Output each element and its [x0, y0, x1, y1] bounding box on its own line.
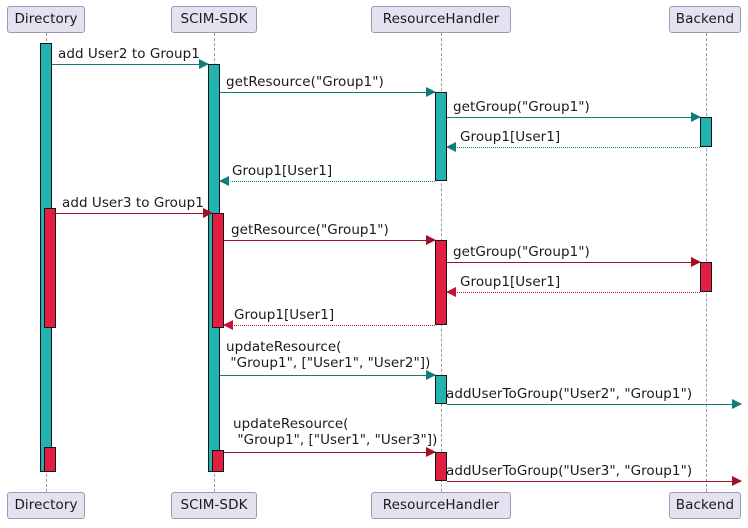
activation-bar-scim-sdk-a6	[212, 450, 224, 472]
message-line	[220, 375, 435, 376]
arrowhead-right	[426, 370, 436, 380]
message-label-m12: addUserToGroup("User2", "Group1")	[446, 386, 693, 402]
message-label-m14: addUserToGroup("User3", "Group1")	[446, 463, 693, 479]
arrowhead-right	[199, 59, 209, 69]
message-line	[220, 92, 435, 93]
activation-bar-resourcehandler-a9	[435, 375, 447, 404]
message-line	[447, 292, 700, 293]
message-line	[224, 325, 435, 326]
arrowhead-left	[446, 142, 456, 152]
activation-bar-backend-a12	[700, 262, 712, 292]
message-label-m9: Group1[User1]	[460, 274, 561, 290]
participant-directory-footer[interactable]: Directory	[7, 492, 85, 519]
participant-backend-header[interactable]: Backend	[669, 6, 741, 33]
participant-scim-sdk-footer[interactable]: SCIM-SDK	[171, 492, 257, 519]
message-label-m8: getGroup("Group1")	[453, 244, 590, 260]
message-label-m1: add User2 to Group1	[58, 46, 200, 62]
activation-bar-directory-a2	[44, 208, 56, 328]
message-line	[447, 147, 700, 148]
participant-directory-header[interactable]: Directory	[7, 6, 85, 33]
message-line	[447, 117, 700, 118]
message-label-m6: add User3 to Group1	[62, 195, 204, 211]
message-label-m10: Group1[User1]	[234, 307, 335, 323]
arrowhead-right	[426, 235, 436, 245]
participant-resourcehandler-footer[interactable]: ResourceHandler	[371, 492, 511, 519]
message-line	[220, 181, 435, 182]
activation-bar-resourcehandler-a8	[435, 240, 447, 325]
message-line	[447, 262, 700, 263]
message-line	[224, 452, 435, 453]
arrowhead-left	[223, 320, 233, 330]
message-label-m4: Group1[User1]	[460, 129, 561, 145]
message-line	[52, 213, 212, 214]
message-label-m13: updateResource( "Group1", ["User1", "Use…	[233, 416, 438, 448]
participant-scim-sdk-header[interactable]: SCIM-SDK	[171, 6, 257, 33]
activation-bar-scim-sdk-a5	[212, 213, 224, 328]
arrowhead-right	[732, 399, 742, 409]
message-label-m5: Group1[User1]	[232, 163, 333, 179]
message-label-m3: getGroup("Group1")	[453, 99, 590, 115]
activation-bar-directory-a3	[44, 447, 56, 472]
message-line	[52, 64, 208, 65]
message-line	[447, 481, 741, 482]
arrowhead-right	[732, 476, 742, 486]
arrowhead-right	[426, 447, 436, 457]
activation-bar-resourcehandler-a10	[435, 452, 447, 481]
message-label-m7: getResource("Group1")	[231, 222, 389, 238]
arrowhead-left	[446, 287, 456, 297]
arrowhead-left	[219, 176, 229, 186]
message-line	[447, 404, 741, 405]
message-label-m11: updateResource( "Group1", ["User1", "Use…	[226, 339, 431, 371]
arrowhead-right	[691, 257, 701, 267]
message-line	[224, 240, 435, 241]
participant-resourcehandler-header[interactable]: ResourceHandler	[371, 6, 511, 33]
activation-bar-resourcehandler-a7	[435, 92, 447, 181]
message-label-m2: getResource("Group1")	[226, 74, 384, 90]
arrowhead-right	[691, 112, 701, 122]
participant-backend-footer[interactable]: Backend	[669, 492, 741, 519]
arrowhead-right	[203, 208, 213, 218]
activation-bar-backend-a11	[700, 117, 712, 147]
arrowhead-right	[426, 87, 436, 97]
